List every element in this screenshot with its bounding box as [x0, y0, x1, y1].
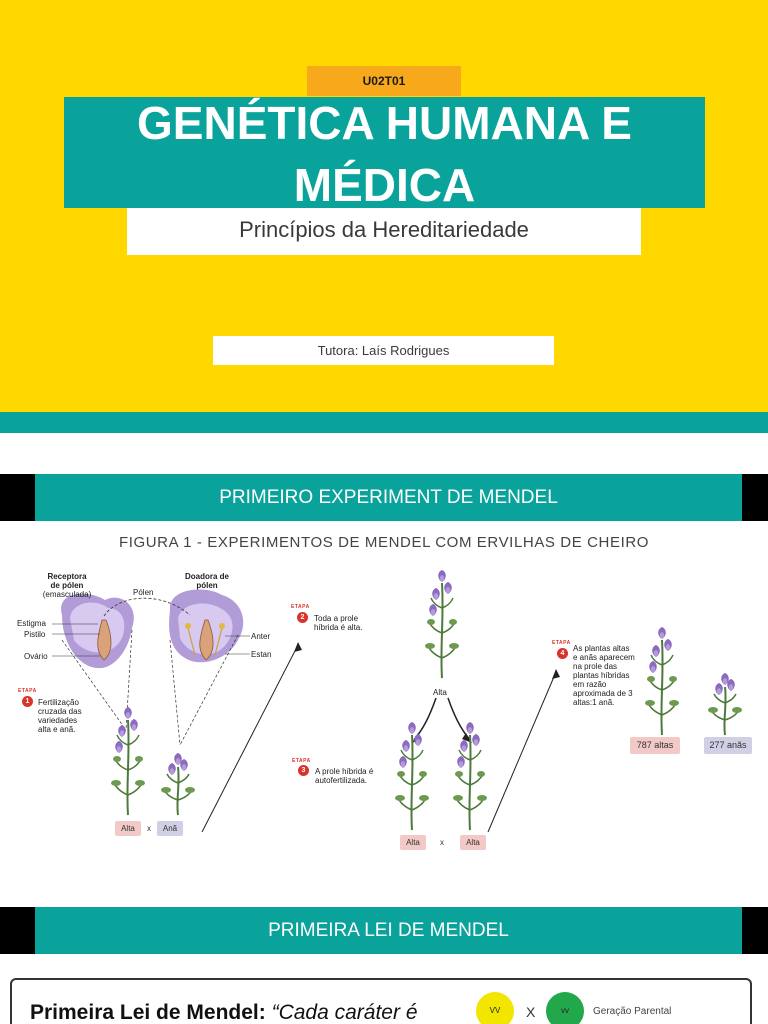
step3-tag: ETAPA: [292, 758, 311, 764]
step4-badge: 4: [557, 648, 568, 659]
f2-tall-plant: [645, 627, 679, 735]
hybrid-plant: [425, 570, 459, 678]
pollen-label: Pólen: [133, 588, 154, 597]
f1-left-pill: Alta: [400, 835, 426, 850]
step1-badge: 1: [22, 696, 33, 707]
receptor-sub-label: (emasculada): [42, 590, 92, 599]
step3-text: A prole híbrida é autofertilizada.: [315, 767, 374, 785]
step1-text: Fertilização cruzada das variedades alta…: [38, 698, 82, 734]
genotype-recessive-circle: vv: [546, 992, 584, 1024]
receptor-label: Receptora de pólen: [47, 572, 87, 590]
parent-tall-pill: Alta: [115, 821, 141, 836]
slide-bottom-strip: [0, 412, 768, 433]
experiment-illustration: [52, 560, 768, 833]
donor-label: Doadora de pólen: [184, 572, 229, 590]
first-law-title: Primeira Lei de Mendel:: [30, 1001, 266, 1024]
step4-tag: ETAPA: [552, 640, 571, 646]
parent-cross-symbol: x: [147, 824, 151, 833]
f1-right-pill: Alta: [460, 835, 486, 850]
step3-badge: 3: [298, 765, 309, 776]
stigma-label: Estigma: [17, 619, 46, 628]
receptor-flower: [61, 593, 134, 669]
course-code-tag: U02T01: [307, 66, 461, 96]
f1-plant-left: [395, 722, 429, 830]
first-law-card: [10, 978, 752, 1024]
step2-text: Toda a prole híbrida é alta.: [314, 614, 363, 632]
step4-text: As plantas altas e anãs aparecem na prol…: [573, 644, 635, 707]
generation-label: Geração Parental: [593, 1006, 672, 1017]
dwarf-parent-plant: [161, 753, 195, 815]
step1-tag: ETAPA: [18, 688, 37, 694]
tutor-label: Tutora: Laís Rodrigues: [213, 336, 554, 365]
f2-dwarf-plant: [708, 673, 742, 735]
slide3-section-title: PRIMEIRA LEI DE MENDEL: [35, 907, 742, 954]
first-law-quote: “Cada caráter é: [271, 1001, 418, 1024]
mendel-experiment-figure: Receptora de pólen (emasculada) Doadora …: [0, 560, 768, 860]
tall-parent-plant: [111, 707, 145, 815]
donor-flower: [169, 589, 244, 663]
first-law-statement: Primeira Lei de Mendel: “Cada caráter é: [30, 1001, 418, 1024]
slide2-section-title: PRIMEIRO EXPERIMENT DE MENDEL: [35, 474, 742, 521]
step2-tag: ETAPA: [291, 604, 310, 610]
pistil-label: Pistilo: [24, 630, 46, 639]
title-background: [64, 97, 705, 208]
genotype-cross-symbol: X: [526, 1004, 536, 1020]
hybrid-label: Alta: [433, 688, 447, 697]
step2-badge: 2: [297, 612, 308, 623]
f1-cross-symbol: x: [440, 838, 444, 847]
ovary-label: Ovário: [24, 652, 48, 661]
subtitle: Princípios da Hereditariedade: [127, 208, 641, 255]
page-title: GENÉTICA HUMANA E MÉDICA: [137, 97, 632, 211]
dwarf-count-pill: 277 anãs: [704, 737, 752, 754]
figure-title: FIGURA 1 - EXPERIMENTOS DE MENDEL COM ER…: [118, 534, 650, 551]
parent-dwarf-pill: Anã: [157, 821, 183, 836]
stamen-label: Estan: [251, 650, 272, 659]
f1-plant-right: [453, 722, 487, 830]
genotype-dominant-circle: VV: [476, 992, 514, 1024]
anther-label: Anter: [251, 632, 271, 641]
tall-count-pill: 787 altas: [630, 737, 680, 754]
